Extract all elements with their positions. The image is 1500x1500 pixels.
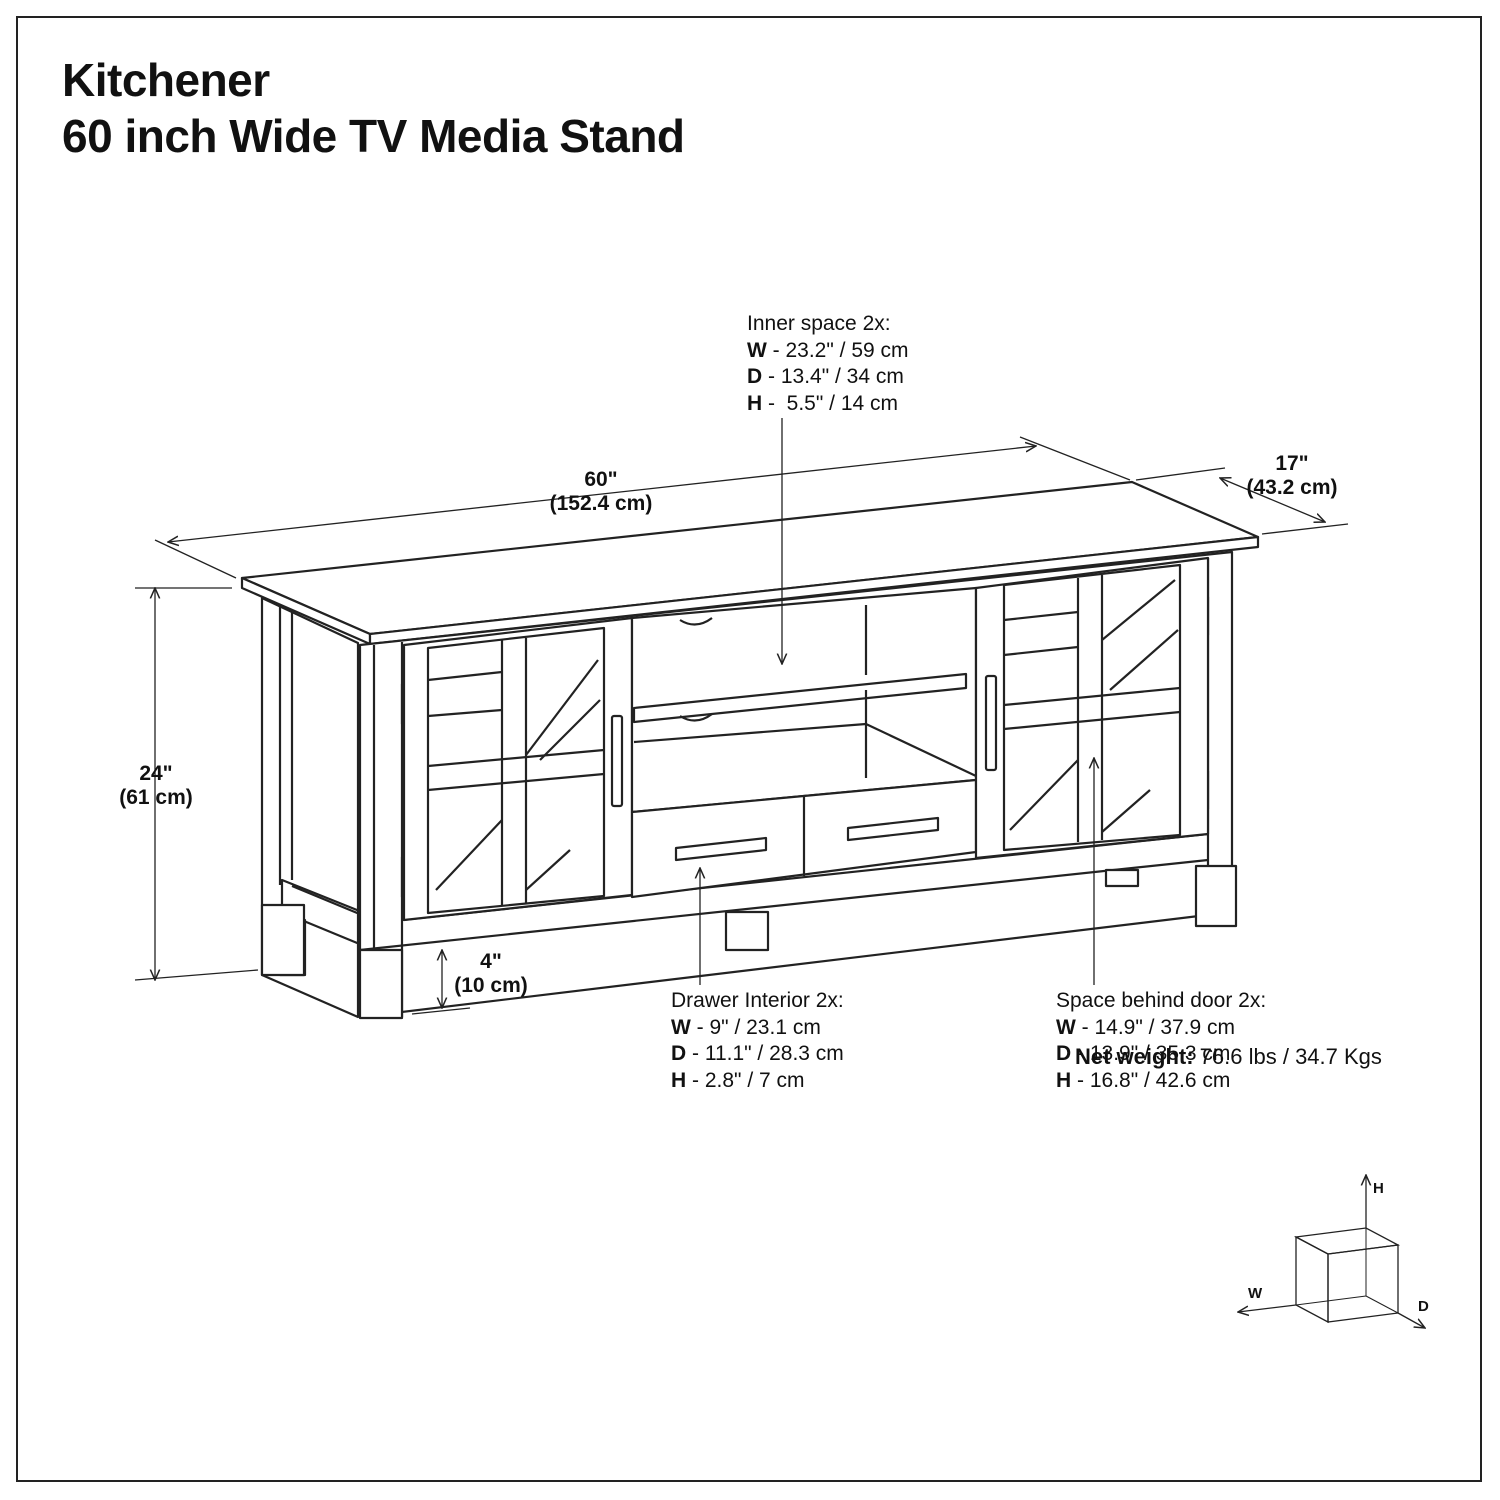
axis-label-d: D bbox=[1418, 1298, 1429, 1315]
net-weight: Net weight: 76.6 lbs / 34.7 Kgs bbox=[1075, 1044, 1382, 1069]
height-label: 24" (61 cm) bbox=[119, 762, 193, 809]
center-open-shelf bbox=[630, 586, 978, 814]
door-space-spec: Space behind door 2x: W - 14.9" / 37.9 c… bbox=[1056, 989, 1267, 1092]
product-description: 60 inch Wide TV Media Stand bbox=[62, 110, 685, 162]
axis-label-h: H bbox=[1373, 1180, 1384, 1197]
leg-height-dimension-line bbox=[411, 950, 471, 1015]
product-name: Kitchener bbox=[62, 54, 270, 106]
width-dimension-line bbox=[154, 436, 1131, 579]
drawer-interior-spec: Drawer Interior 2x: W - 9" / 23.1 cm D -… bbox=[671, 989, 844, 1092]
width-label: 60" (152.4 cm) bbox=[549, 468, 653, 515]
axis-label-w: W bbox=[1248, 1285, 1263, 1302]
depth-dimension-line bbox=[1135, 467, 1349, 535]
inner-space-spec: Inner space 2x: W - 23.2" / 59 cm D - 13… bbox=[747, 312, 909, 415]
border-frame bbox=[16, 16, 1482, 1482]
leg-height-label: 4" (10 cm) bbox=[454, 950, 528, 997]
spec-heading: Space behind door 2x: bbox=[1056, 989, 1267, 1012]
right-glass-door bbox=[974, 556, 1210, 860]
legs bbox=[260, 864, 1238, 1020]
height-dimension-line bbox=[134, 588, 259, 980]
page-title: Kitchener 60 inch Wide TV Media Stand bbox=[62, 52, 685, 164]
left-glass-door bbox=[402, 616, 634, 922]
orientation-cube-icon bbox=[1238, 1175, 1425, 1328]
depth-label: 17" (43.2 cm) bbox=[1246, 452, 1338, 499]
spec-heading: Inner space 2x: bbox=[747, 312, 891, 335]
spec-heading: Drawer Interior 2x: bbox=[671, 989, 844, 1012]
